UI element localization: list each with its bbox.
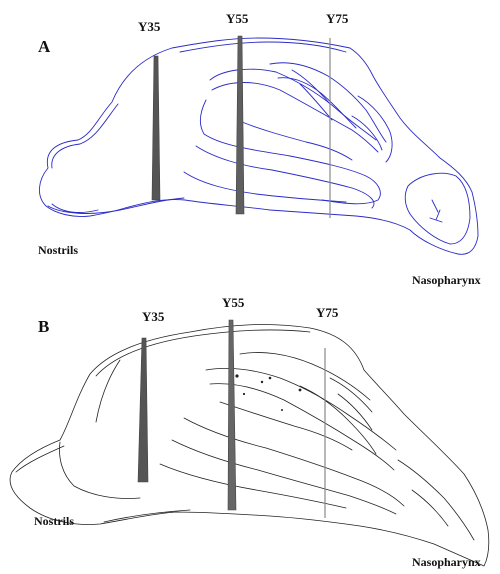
- panel-b-specks: [235, 374, 301, 411]
- panel-a-letter: A: [38, 38, 50, 55]
- panel-b-slice-label-y55: Y55: [222, 296, 244, 309]
- panel-a-slice-label-y55: Y55: [226, 12, 248, 25]
- panel-a-slice-planes: [152, 36, 330, 218]
- panel-a-slice-label-y35: Y35: [138, 20, 160, 33]
- panel-a-slice-label-y75: Y75: [326, 12, 348, 25]
- panel-b-nostrils-label: Nostrils: [34, 515, 74, 527]
- panel-b-slice-label-y75: Y75: [316, 306, 338, 319]
- panel-b: B Y35 Y55 Y75 Nostrils Nasopharynx: [0, 290, 500, 574]
- panel-b-slice-y55: [228, 320, 236, 510]
- panel-a-outer-contour: [39, 38, 478, 254]
- panel-b-nasopharynx-label: Nasopharynx: [412, 556, 481, 568]
- panel-a-nasopharynx-chamber: [405, 173, 470, 244]
- panel-a-slice-y35: [152, 56, 160, 200]
- panel-a-nasopharynx-label: Nasopharynx: [412, 274, 481, 286]
- panel-b-slice-label-y35: Y35: [142, 310, 164, 323]
- panel-b-slice-y35: [138, 338, 148, 482]
- panel-a-nostrils-label: Nostrils: [38, 244, 78, 256]
- panel-b-outer-contour: [10, 325, 489, 566]
- panel-b-nasal-outline: [0, 290, 500, 574]
- panel-b-letter: B: [38, 318, 49, 335]
- panel-a: A Y35 Y55 Y75 Nostrils Nasopharynx: [0, 0, 500, 290]
- panel-a-slice-y55: [236, 36, 244, 214]
- panel-b-slice-planes: [138, 320, 325, 518]
